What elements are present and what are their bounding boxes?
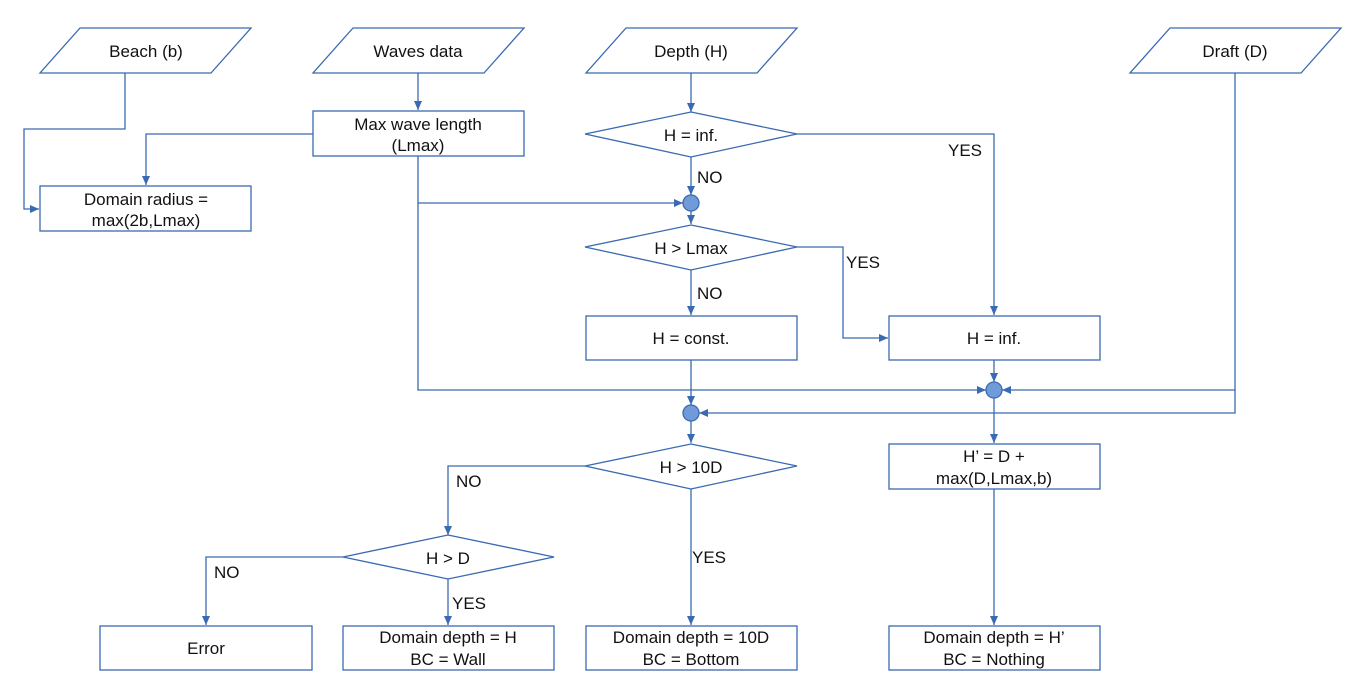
output-nothing: Domain depth = H’ BC = Nothing [888, 625, 1101, 671]
edge-label-inf-no: NO [697, 168, 723, 187]
process-max-wave-length: Max wave length (Lmax) [312, 110, 525, 157]
edge-label-lmax-yes: YES [846, 253, 880, 272]
edge-beach-to-radius [23, 73, 126, 213]
edge-maxwave-to-junction3 [417, 203, 986, 394]
output-wall-line2: BC = Wall [410, 650, 485, 669]
process-h-prime: H’ = D + max(D,Lmax,b) [888, 443, 1101, 490]
domain-radius-line1: Domain radius = [84, 190, 208, 209]
edge-d-no [202, 556, 343, 625]
output-wall-line1: Domain depth = H [379, 628, 517, 647]
decision-h-eq-inf: H = inf. [584, 111, 798, 158]
output-wall: Domain depth = H BC = Wall [342, 625, 555, 671]
junction-1 [682, 194, 700, 212]
output-error-label: Error [187, 639, 225, 658]
input-waves: Waves data [311, 27, 526, 74]
edge-label-d-yes: YES [452, 594, 486, 613]
max-wave-line1: Max wave length [354, 115, 482, 134]
decision-h-gt-d: H > D [342, 534, 555, 580]
decision-h-gt-lmax: H > Lmax [584, 224, 798, 271]
connectors [23, 73, 1236, 625]
output-bottom-line1: Domain depth = 10D [613, 628, 769, 647]
edge-label-lmax-no: NO [697, 284, 723, 303]
edge-label-inf-yes: YES [948, 141, 982, 160]
input-beach-label: Beach (b) [109, 42, 183, 61]
decision-h-gt-d-label: H > D [426, 549, 470, 568]
process-h-const: H = const. [585, 315, 798, 361]
max-wave-line2: (Lmax) [392, 136, 445, 155]
junction-2 [682, 404, 700, 422]
h-prime-line2: max(D,Lmax,b) [936, 469, 1052, 488]
output-nothing-line1: Domain depth = H’ [923, 628, 1064, 647]
process-domain-radius: Domain radius = max(2b,Lmax) [39, 185, 252, 232]
decision-h-gt-lmax-label: H > Lmax [654, 239, 728, 258]
process-h-inf: H = inf. [888, 315, 1101, 361]
output-nothing-line2: BC = Nothing [943, 650, 1045, 669]
output-bottom: Domain depth = 10D BC = Bottom [585, 625, 798, 671]
output-bottom-line2: BC = Bottom [643, 650, 740, 669]
edge-lmax-yes [797, 246, 888, 342]
domain-radius-line2: max(2b,Lmax) [92, 211, 201, 230]
edge-maxwave-to-radius [142, 133, 313, 185]
edge-label-10d-yes: YES [692, 548, 726, 567]
input-depth-label: Depth (H) [654, 42, 728, 61]
input-waves-label: Waves data [373, 42, 463, 61]
edge-label-d-no: NO [214, 563, 240, 582]
input-depth: Depth (H) [584, 27, 799, 74]
edge-maxwave-to-junction1 [417, 156, 683, 207]
input-beach: Beach (b) [38, 27, 253, 74]
h-prime-line1: H’ = D + [963, 447, 1025, 466]
junction-3 [985, 381, 1003, 399]
decision-h-eq-inf-label: H = inf. [664, 126, 718, 145]
decision-h-gt-10d: H > 10D [584, 443, 798, 490]
h-inf-label: H = inf. [967, 329, 1021, 348]
decision-h-gt-10d-label: H > 10D [660, 458, 723, 477]
edge-draft-to-junction2 [699, 390, 1236, 417]
edge-label-10d-no: NO [456, 472, 482, 491]
output-error: Error [99, 625, 313, 671]
h-const-label: H = const. [652, 329, 729, 348]
input-draft-label: Draft (D) [1202, 42, 1267, 61]
input-draft: Draft (D) [1128, 27, 1343, 74]
edge-hinf-yes [797, 133, 998, 315]
edge-10d-no [444, 465, 585, 535]
